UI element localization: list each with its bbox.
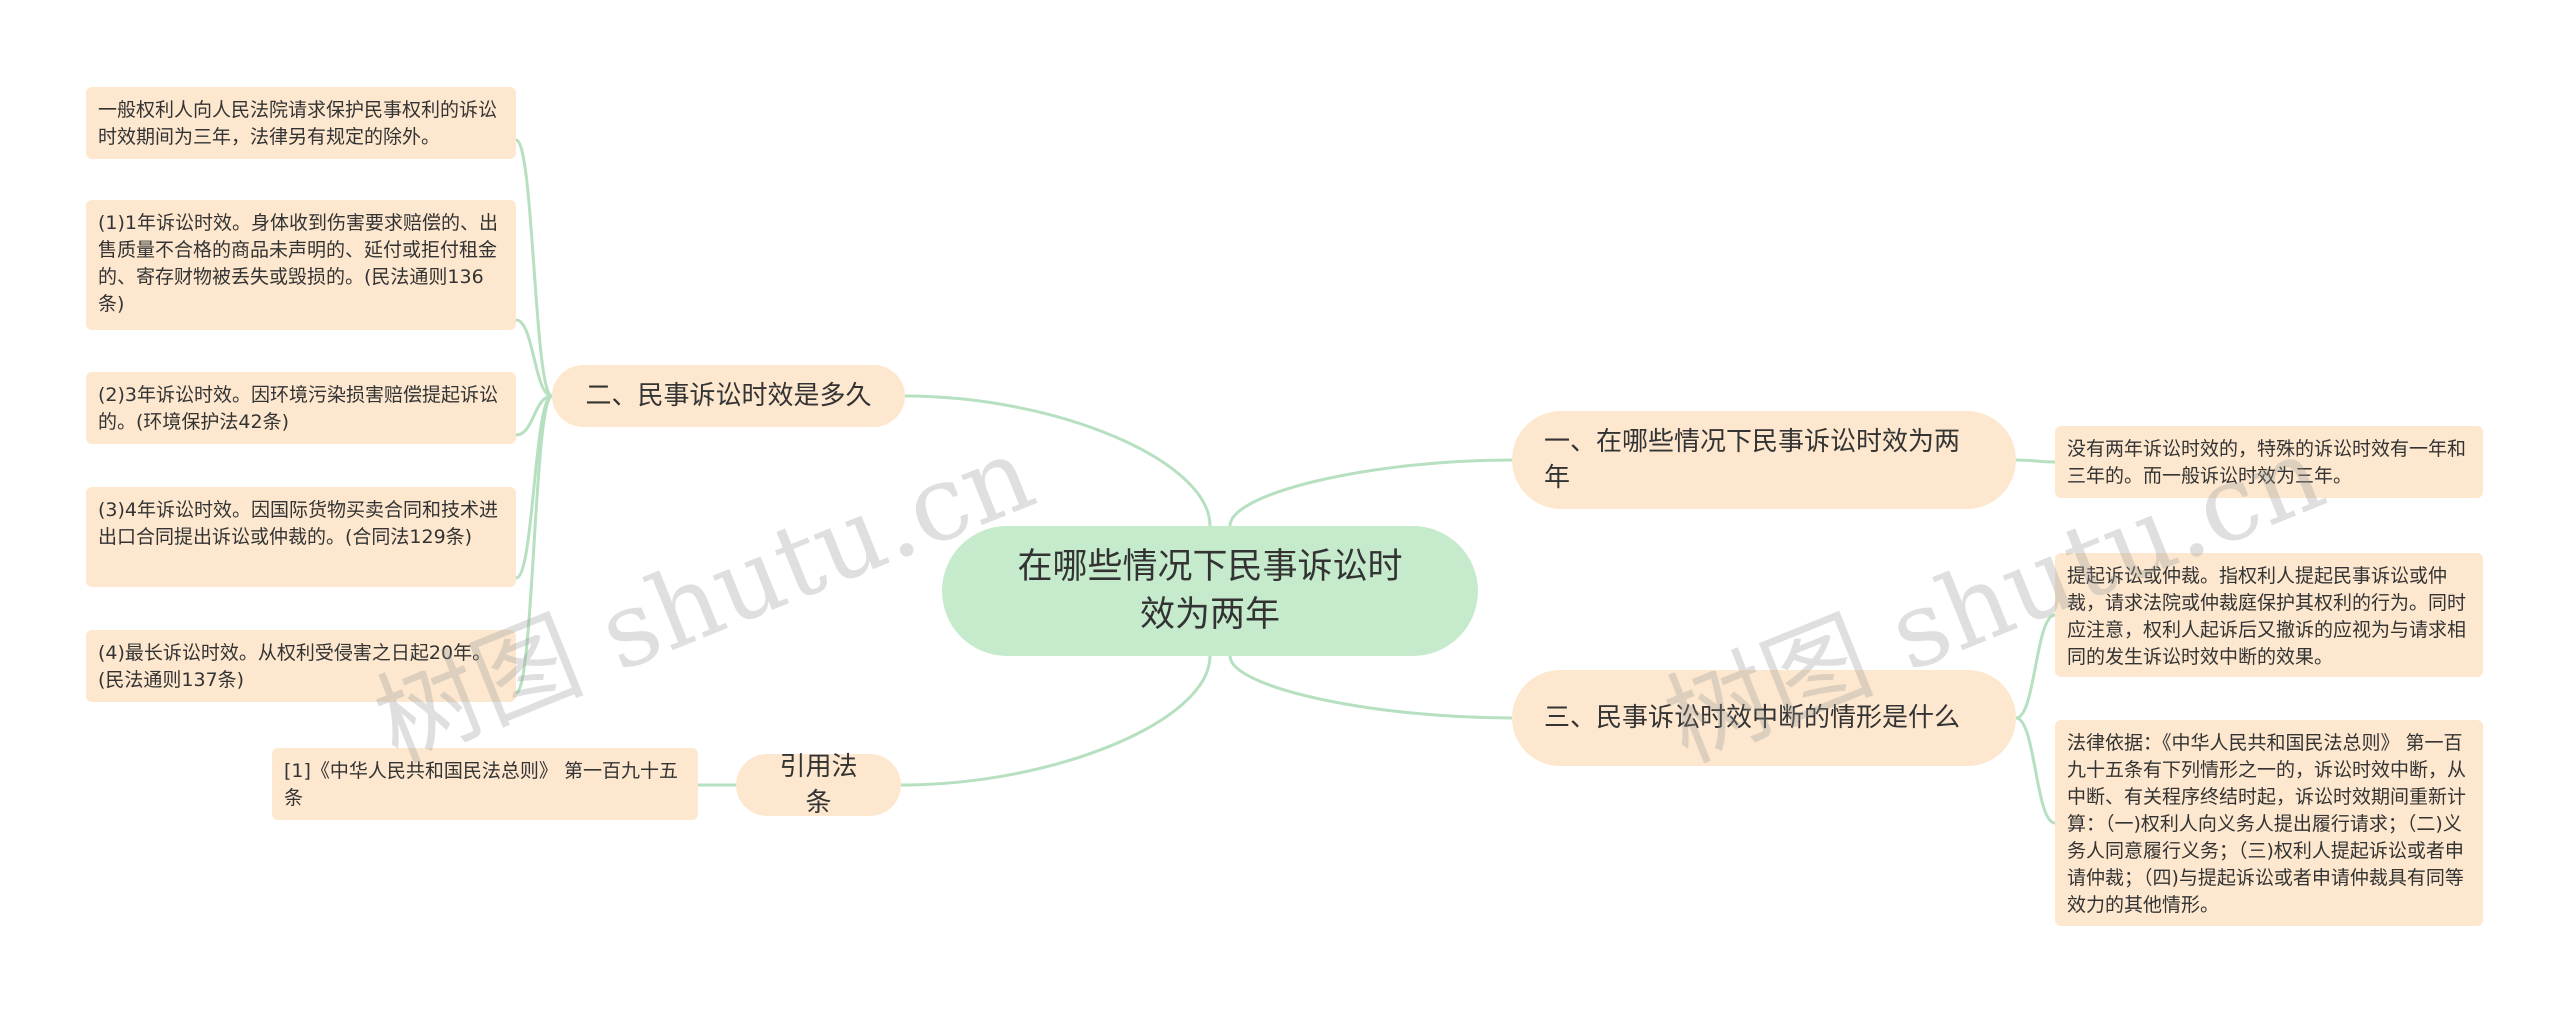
topic-cited-law[interactable]: 引用法条 [736, 752, 901, 818]
root-topic[interactable]: 在哪些情况下民事诉讼时效为两年 [942, 526, 1478, 656]
leaf-text: [1]《中华人民共和国民法总则》 第一百九十五条 [284, 760, 678, 809]
link-root-topic-period [904, 394, 1212, 527]
link-interruption-legal-basis [2015, 716, 2056, 825]
topic-interruption-cases[interactable]: 三、民事诉讼时效中断的情形是什么 [1512, 670, 2016, 766]
topic-label: 引用法条 [779, 752, 858, 818]
link-period-one-year [515, 318, 553, 398]
leaf-text: 提起诉讼或仲裁。指权利人提起民事诉讼或仲裁，请求法院或仲裁庭保护其权利的行为。同… [2067, 565, 2467, 668]
leaf-text: 法律依据：《中华人民共和国民法总则》 第一百九十五条有下列情形之一的，诉讼时效中… [2067, 732, 2467, 916]
leaf-longest-period[interactable]: (4)最长诉讼时效。从权利受侵害之日起20年。(民法通则137条) [86, 630, 516, 702]
leaf-text: (4)最长诉讼时效。从权利受侵害之日起20年。(民法通则137条) [98, 642, 492, 691]
leaf-legal-basis[interactable]: 法律依据：《中华人民共和国民法总则》 第一百九十五条有下列情形之一的，诉讼时效中… [2055, 720, 2483, 926]
leaf-four-year-period[interactable]: (3)4年诉讼时效。因国际货物买卖合同和技术进出口合同提出诉讼或仲裁的。(合同法… [86, 487, 516, 587]
topic-label: 二、民事诉讼时效是多久 [585, 381, 872, 411]
topic-two-year-cases[interactable]: 一、在哪些情况下民事诉讼时效为两年 [1512, 411, 2016, 509]
topic-label: 三、民事诉讼时效中断的情形是什么 [1544, 703, 1961, 733]
leaf-general-period[interactable]: 一般权利人向人民法院请求保护民事权利的诉讼时效期间为三年，法律另有规定的除外。 [86, 87, 516, 159]
link-two-year-answer [2015, 458, 2056, 464]
link-root-topic-law [900, 655, 1212, 787]
leaf-text: (1)1年诉讼时效。身体收到伤害要求赔偿的、出售质量不合格的商品未声明的、延付或… [98, 212, 499, 315]
leaf-citation[interactable]: [1]《中华人民共和国民法总则》 第一百九十五条 [272, 748, 698, 820]
leaf-text: 一般权利人向人民法院请求保护民事权利的诉讼时效期间为三年，法律另有规定的除外。 [98, 99, 498, 148]
leaf-lawsuit-arbitration[interactable]: 提起诉讼或仲裁。指权利人提起民事诉讼或仲裁，请求法院或仲裁庭保护其权利的行为。同… [2055, 553, 2483, 677]
topic-limitation-period[interactable]: 二、民事诉讼时效是多久 [552, 365, 905, 427]
link-period-longest [514, 394, 554, 695]
leaf-text: (3)4年诉讼时效。因国际货物买卖合同和技术进出口合同提出诉讼或仲裁的。(合同法… [98, 499, 499, 548]
leaf-three-year-period[interactable]: (2)3年诉讼时效。因环境污染损害赔偿提起诉讼的。(环境保护法42条) [86, 372, 516, 444]
link-period-general [514, 138, 554, 398]
topic-label: 一、在哪些情况下民事诉讼时效为两年 [1544, 427, 1961, 493]
link-period-three-year [515, 394, 553, 437]
leaf-two-year-answer[interactable]: 没有两年诉讼时效的，特殊的诉讼时效有一年和三年的。而一般诉讼时效为三年。 [2055, 426, 2483, 498]
leaf-text: (2)3年诉讼时效。因环境污染损害赔偿提起诉讼的。(环境保护法42条) [98, 384, 499, 433]
leaf-text: 没有两年诉讼时效的，特殊的诉讼时效有一年和三年的。而一般诉讼时效为三年。 [2067, 438, 2467, 487]
link-root-topic-interruption [1228, 655, 1513, 720]
link-root-topic-two-year [1228, 458, 1513, 527]
leaf-one-year-period[interactable]: (1)1年诉讼时效。身体收到伤害要求赔偿的、出售质量不合格的商品未声明的、延付或… [86, 200, 516, 330]
root-topic-label: 在哪些情况下民事诉讼时效为两年 [1017, 547, 1403, 635]
link-interruption-lawsuit [2015, 613, 2056, 720]
